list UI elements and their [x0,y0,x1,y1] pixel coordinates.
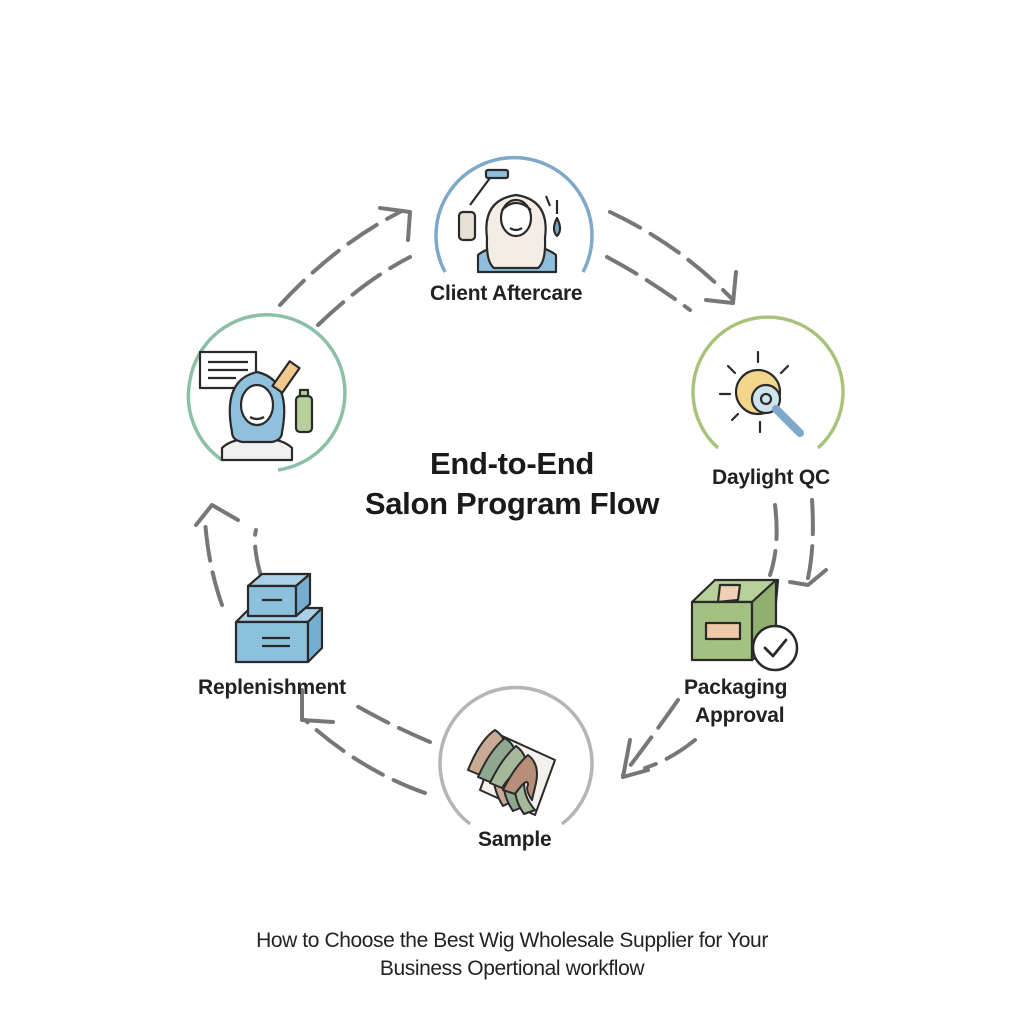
stacked-boxes-icon [234,572,324,664]
label-packaging-approval-line1: Packaging [684,676,788,699]
arrow-sample-to-replenishment-inner [353,703,432,744]
arrowhead-consultation [194,503,240,527]
caption-line2: Business Opertional workflow [379,957,645,980]
cycle-arrows [203,210,815,795]
arrow-packaging-to-sample-inner [643,738,697,770]
arrowhead-packaging [788,568,828,587]
arrow-consultation-to-aftercare [278,210,402,307]
arrowhead-qc [704,270,738,305]
arrow-replenishment-to-consultation [203,518,224,607]
client-consultation-icon [198,350,314,462]
label-client-aftercare: Client Aftercare [430,282,583,305]
diagram-title-line2: Salon Program Flow [364,486,660,521]
arrow-consultation-to-aftercare-inner [316,255,412,327]
label-sample: Sample [478,828,552,851]
hair-swatch-icon [467,729,556,816]
ring-consultation [188,313,347,472]
arrow-aftercare-to-qc-inner [605,255,692,312]
label-packaging-approval-line2: Approval [695,704,785,727]
stylist-hair-care-icon [457,168,562,274]
node-client-aftercare [434,155,594,274]
arrowhead-sample [621,738,650,779]
node-consultation [186,313,347,472]
diagram-title-line1: End-to-End [429,446,594,481]
arrowhead-replenishment [300,688,335,724]
ring-consultation-left [186,379,223,462]
arrowheads [194,206,828,779]
arrow-qc-to-packaging [768,503,779,577]
sun-magnifier-icon [718,350,804,437]
arrow-aftercare-to-qc [608,210,735,302]
approved-box-icon [690,578,799,672]
node-daylight-qc [691,315,845,450]
node-sample [438,685,594,826]
arrow-packaging-to-sample [621,698,680,777]
arrow-replenishment-to-consultation-inner [252,528,264,582]
ring-client-aftercare [434,155,594,273]
node-packaging-approval [690,578,799,672]
ring-daylight-qc [691,315,845,450]
arrow-qc-to-packaging-outer [806,498,815,580]
ring-sample [438,685,594,826]
arrowhead-aftercare [378,206,412,242]
node-replenishment [234,572,324,664]
arrow-sample-to-replenishment [303,718,427,795]
label-daylight-qc: Daylight QC [712,466,830,489]
label-replenishment: Replenishment [198,676,346,699]
caption-line1: How to Choose the Best Wig Wholesale Sup… [256,929,768,952]
